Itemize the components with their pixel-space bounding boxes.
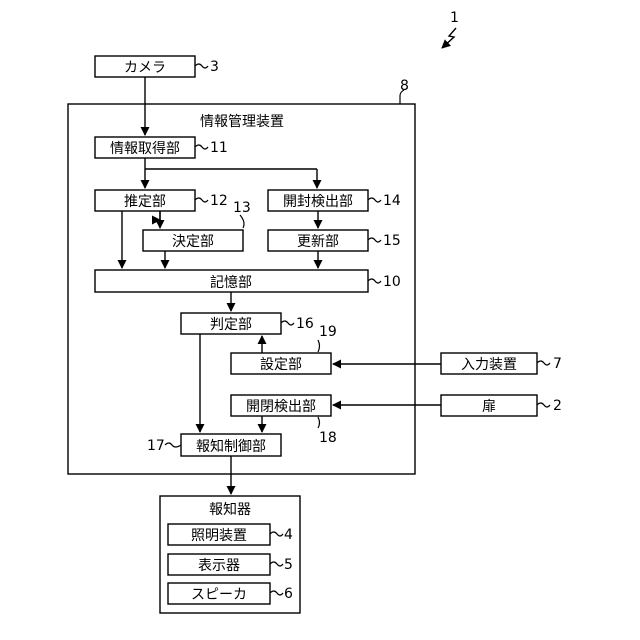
- lighting-block: 照明装置: [168, 524, 270, 545]
- memory-block: 記憶部: [95, 270, 368, 292]
- door-block: 扉: [441, 395, 537, 416]
- info-device-title: 情報管理装置: [200, 114, 284, 130]
- notify-control-number: 17: [147, 438, 165, 454]
- setting-block: 設定部: [231, 353, 331, 374]
- notify-control-leader: [165, 443, 181, 447]
- info-device-number: 8: [400, 78, 409, 94]
- input-device-number: 7: [553, 356, 562, 372]
- judge-leader: [281, 321, 294, 325]
- display-number: 5: [284, 557, 293, 573]
- info-acquire-label: 情報取得部: [110, 140, 180, 157]
- door-detect-label: 開閉検出部: [246, 399, 316, 415]
- camera-leader: [195, 64, 208, 68]
- estimate-number: 12: [210, 193, 228, 209]
- decide-number: 13: [233, 200, 251, 216]
- camera-block: カメラ: [95, 56, 195, 77]
- door-detect-number: 18: [319, 430, 337, 446]
- memory-label: 記憶部: [210, 274, 252, 291]
- speaker-leader: [270, 591, 283, 595]
- open-detect-leader: [368, 198, 381, 202]
- update-block: 更新部: [268, 230, 368, 251]
- decide-block: 決定部: [143, 230, 243, 251]
- info-acquire-block: 情報取得部: [95, 137, 195, 158]
- figure-pointer-arrow: [442, 28, 456, 48]
- estimate-label: 推定部: [124, 194, 166, 210]
- open-detect-label: 開封検出部: [283, 194, 353, 210]
- display-label: 表示器: [198, 558, 240, 574]
- estimate-leader: [195, 198, 208, 202]
- update-label: 更新部: [297, 234, 339, 250]
- door-detect-leader: [318, 417, 320, 428]
- notifier-title: 報知器: [209, 501, 251, 518]
- judge-number: 16: [296, 316, 314, 332]
- speaker-label: スピーカ: [191, 587, 247, 603]
- notify-control-label: 報知制御部: [196, 438, 266, 455]
- door-label: 扉: [482, 399, 496, 415]
- lighting-label: 照明装置: [191, 528, 247, 544]
- info-acquire-leader: [195, 145, 208, 149]
- door-number: 2: [553, 398, 562, 414]
- speaker-number: 6: [284, 586, 293, 602]
- figure-number: 1: [450, 10, 459, 26]
- setting-number: 19: [319, 324, 337, 340]
- lighting-number: 4: [284, 527, 293, 543]
- display-leader: [270, 562, 283, 566]
- lighting-leader: [270, 532, 283, 536]
- memory-number: 10: [383, 274, 401, 290]
- estimate-block: 推定部: [95, 190, 195, 211]
- open-detect-number: 14: [383, 193, 401, 209]
- camera-number: 3: [210, 59, 219, 75]
- update-leader: [368, 238, 381, 242]
- display-block: 表示器: [168, 554, 270, 575]
- update-number: 15: [383, 233, 401, 249]
- speaker-block: スピーカ: [168, 583, 270, 604]
- notify-control-block: 報知制御部: [181, 434, 281, 456]
- info-acquire-number: 11: [210, 140, 228, 156]
- setting-label: 設定部: [260, 357, 302, 373]
- judge-label: 判定部: [210, 317, 252, 333]
- decide-leader: [240, 215, 244, 228]
- setting-leader: [318, 340, 320, 352]
- open-detect-block: 開封検出部: [268, 190, 368, 211]
- input-device-label: 入力装置: [461, 357, 517, 373]
- decide-label: 決定部: [172, 234, 214, 250]
- memory-leader: [368, 279, 381, 283]
- door-leader: [537, 403, 550, 407]
- door-detect-block: 開閉検出部: [231, 395, 331, 416]
- input-device-leader: [537, 361, 550, 365]
- input-device-block: 入力装置: [441, 353, 537, 374]
- camera-label: カメラ: [124, 60, 166, 76]
- judge-block: 判定部: [181, 313, 281, 334]
